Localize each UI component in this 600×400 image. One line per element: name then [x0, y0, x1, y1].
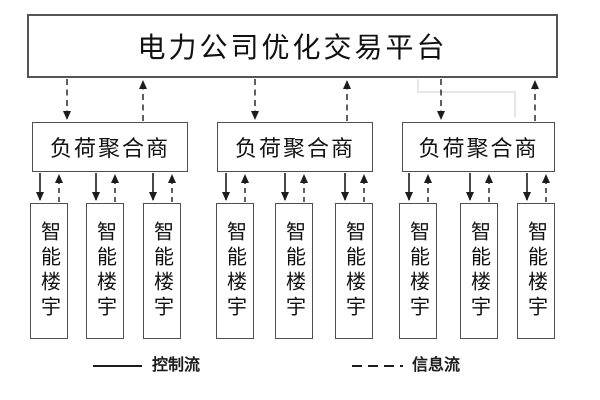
info-flow-buildings-aggregator	[55, 174, 550, 202]
building-box-4: 智能楼宇	[216, 203, 254, 339]
building-label: 智能楼宇	[467, 221, 490, 321]
platform-label: 电力公司优化交易平台	[137, 33, 448, 64]
legend-info-label: 信息流	[412, 357, 461, 374]
building-box-3: 智能楼宇	[143, 203, 181, 339]
building-label: 智能楼宇	[93, 221, 116, 321]
building-box-5: 智能楼宇	[275, 203, 313, 339]
legend-control-label: 控制流	[152, 357, 201, 374]
building-label: 智能楼宇	[342, 221, 365, 321]
building-label: 智能楼宇	[524, 221, 547, 321]
building-box-8: 智能楼宇	[460, 203, 498, 339]
building-box-6: 智能楼宇	[335, 203, 373, 339]
building-box-1: 智能楼宇	[30, 203, 68, 339]
info-flow-platform-aggregators	[63, 79, 539, 121]
aggregator-label: 负荷聚合商	[418, 136, 539, 161]
building-label: 智能楼宇	[37, 221, 60, 321]
building-label: 智能楼宇	[282, 221, 305, 321]
ghost-connector	[417, 79, 516, 117]
aggregator-box-3: 负荷聚合商	[402, 122, 555, 172]
control-flow-aggregator-buildings	[36, 173, 531, 201]
building-box-7: 智能楼宇	[399, 203, 437, 339]
aggregator-box-1: 负荷聚合商	[32, 122, 188, 172]
building-box-9: 智能楼宇	[517, 203, 555, 339]
platform-box: 电力公司优化交易平台	[27, 14, 558, 78]
aggregator-box-2: 负荷聚合商	[217, 122, 373, 172]
aggregator-label: 负荷聚合商	[49, 136, 170, 161]
building-box-2: 智能楼宇	[86, 203, 124, 339]
building-label: 智能楼宇	[150, 221, 173, 321]
building-label: 智能楼宇	[223, 221, 246, 321]
building-label: 智能楼宇	[406, 221, 429, 321]
aggregator-label: 负荷聚合商	[234, 136, 355, 161]
